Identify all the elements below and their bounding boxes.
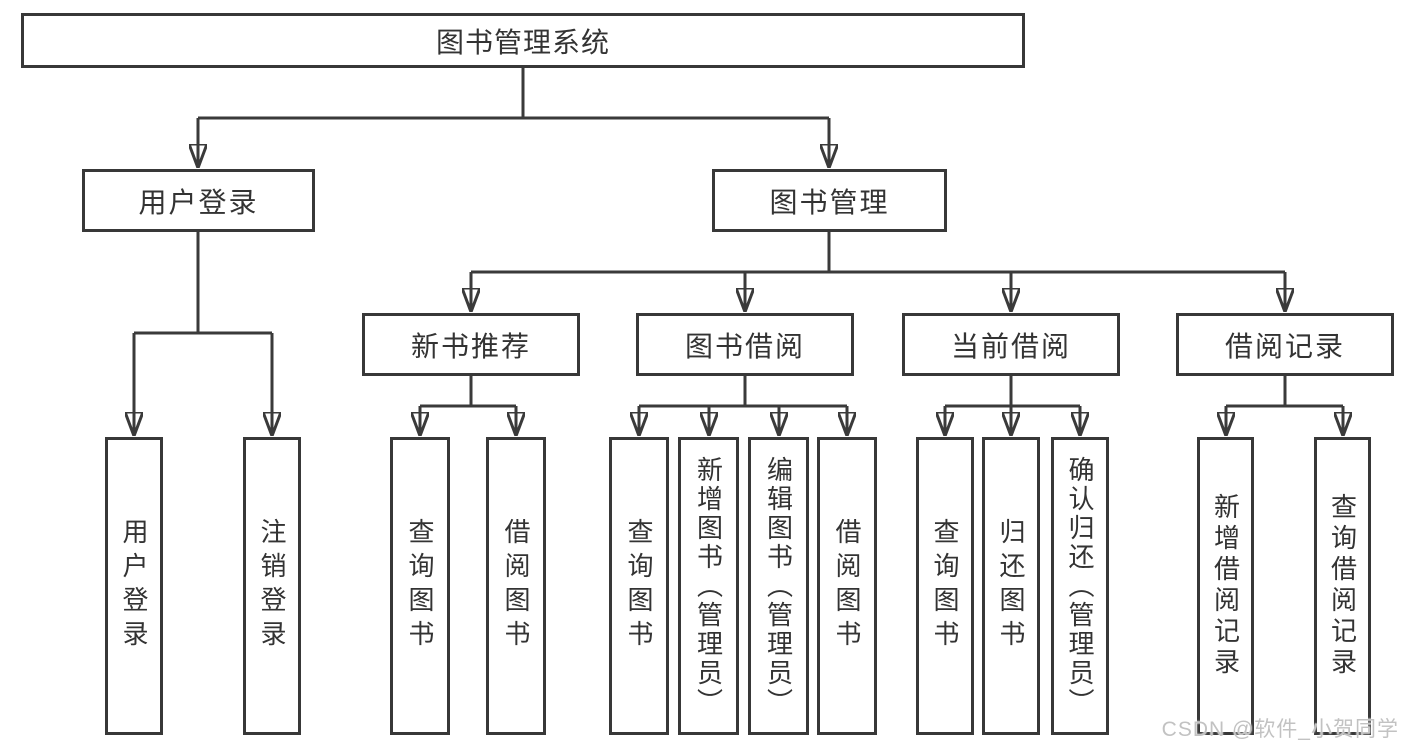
leaf-query-books-recommend: 查询图书: [390, 437, 450, 735]
leaf-return-book: 归还图书: [982, 437, 1040, 735]
leaf-logout-login: 注销登录: [243, 437, 301, 735]
leaf-label: 查询图书: [930, 518, 960, 654]
leaf-label: 新增借阅记录: [1210, 493, 1241, 679]
node-user-login: 用户登录: [82, 169, 315, 232]
leaf-add-book-admin: 新增图书（管理员）: [678, 437, 739, 735]
node-label: 图书管理系统: [435, 26, 610, 58]
leaf-label: 查询图书: [405, 518, 435, 654]
leaf-label: 归还图书: [996, 518, 1026, 654]
leaf-query-books-borrowing: 查询图书: [609, 437, 669, 735]
leaf-label: 编辑图书（管理员）: [763, 455, 794, 717]
leaf-label: 用户登录: [119, 518, 149, 654]
leaf-query-borrow-record: 查询借阅记录: [1314, 437, 1371, 735]
leaf-query-books-current: 查询图书: [916, 437, 974, 735]
node-label: 当前借阅: [950, 330, 1071, 362]
leaf-borrow-books-recommend: 借阅图书: [486, 437, 546, 735]
leaf-label: 借阅图书: [501, 518, 531, 654]
leaf-edit-book-admin: 编辑图书（管理员）: [748, 437, 809, 735]
leaf-label: 查询图书: [624, 518, 654, 654]
leaf-confirm-return-admin: 确认归还（管理员）: [1051, 437, 1109, 735]
node-label: 新书推荐: [410, 330, 531, 362]
leaf-label: 确认归还（管理员）: [1065, 455, 1095, 717]
leaf-label: 借阅图书: [832, 518, 862, 654]
leaf-label: 注销登录: [257, 518, 287, 654]
leaf-user-login: 用户登录: [105, 437, 163, 735]
leaf-borrow-books-borrowing: 借阅图书: [817, 437, 877, 735]
node-label: 图书管理: [769, 186, 890, 218]
node-book-management: 图书管理: [712, 169, 947, 232]
node-book-borrowing: 图书借阅: [636, 313, 854, 376]
leaf-label: 新增图书（管理员）: [693, 455, 724, 717]
node-label: 用户登录: [138, 186, 259, 218]
leaf-label: 查询借阅记录: [1327, 493, 1358, 679]
watermark: CSDN @软件_小贺同学: [1161, 718, 1399, 741]
leaf-add-borrow-record: 新增借阅记录: [1197, 437, 1254, 735]
node-borrowing-records: 借阅记录: [1176, 313, 1394, 376]
node-new-book-recommend: 新书推荐: [362, 313, 580, 376]
node-label: 图书借阅: [684, 330, 805, 362]
node-label: 借阅记录: [1224, 330, 1345, 362]
node-current-borrowing: 当前借阅: [902, 313, 1120, 376]
node-book-management-system: 图书管理系统: [21, 13, 1025, 68]
